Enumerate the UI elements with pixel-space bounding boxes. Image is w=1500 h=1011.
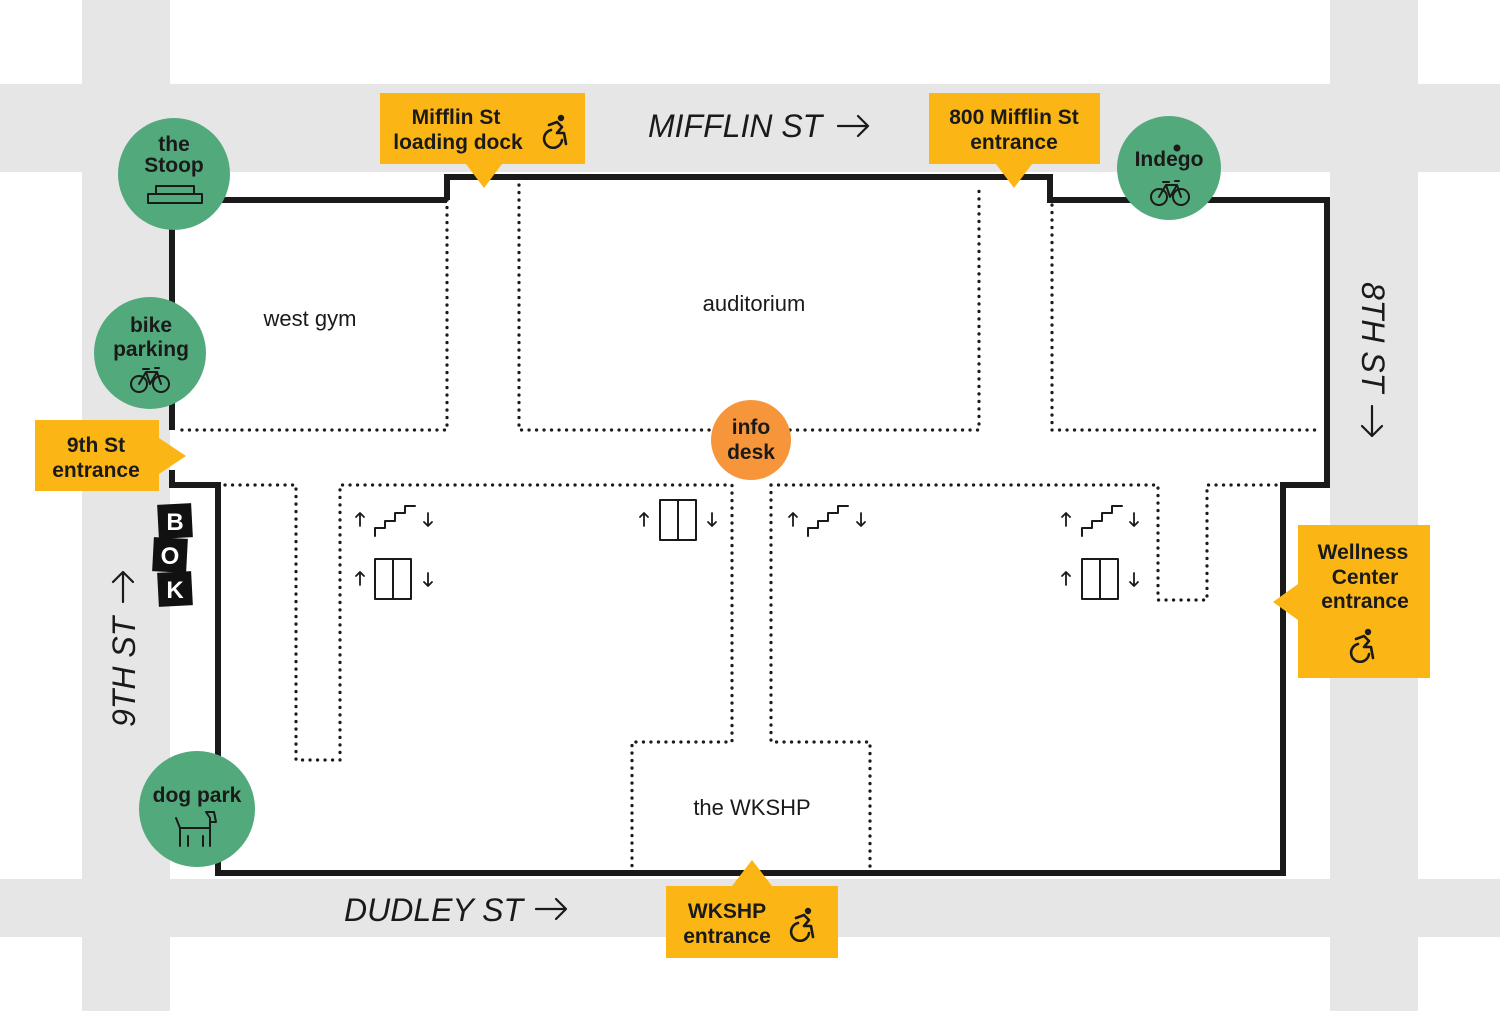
amenity-line: dog park bbox=[153, 784, 242, 807]
eighth-street bbox=[1330, 0, 1418, 1011]
east-arrow-icon bbox=[534, 897, 568, 921]
dog-icon bbox=[175, 811, 217, 847]
amenity-line: the bbox=[158, 133, 190, 156]
callout-line: 9th St bbox=[67, 434, 125, 457]
room-west-gym: west gym bbox=[263, 306, 357, 331]
callout-800-mifflin-entrance[interactable]: 800 Mifflin St entrance bbox=[929, 93, 1100, 188]
amenity-line: Stoop bbox=[144, 154, 203, 177]
room-wkshp: the WKSHP bbox=[693, 795, 810, 820]
info-desk-line: info bbox=[732, 416, 770, 439]
callout-9th-st-entrance[interactable]: 9th St entrance bbox=[35, 420, 186, 491]
amenity-the-stoop[interactable]: the Stoop bbox=[118, 118, 230, 230]
callout-line: loading dock bbox=[393, 131, 523, 154]
callout-line: entrance bbox=[683, 925, 771, 948]
dudley-street-name: DUDLEY ST bbox=[344, 892, 525, 928]
bench-icon bbox=[147, 185, 203, 204]
callout-line: 800 Mifflin St bbox=[949, 106, 1079, 129]
north-arrow-icon bbox=[111, 570, 135, 604]
callout-wkshp-entrance[interactable]: WKSHP entrance bbox=[666, 860, 838, 958]
south-arrow-icon bbox=[1360, 404, 1384, 438]
callout-wellness-center-entrance[interactable]: Wellness Center entrance bbox=[1273, 525, 1430, 678]
callout-mifflin-loading-dock[interactable]: Mifflin St loading dock bbox=[380, 93, 585, 188]
callout-line: Wellness bbox=[1318, 541, 1409, 564]
amenity-line: Indego bbox=[1135, 148, 1204, 171]
eighth-street-name: 8TH ST bbox=[1355, 282, 1391, 395]
callout-line: Center bbox=[1332, 566, 1399, 589]
amenity-bike-parking[interactable]: bike parking bbox=[94, 297, 206, 409]
amenity-line: parking bbox=[113, 338, 189, 361]
amenity-line: bike bbox=[130, 314, 172, 337]
east-arrow-icon bbox=[836, 114, 870, 138]
building-floor bbox=[172, 177, 1327, 873]
street-ninth-label: 9TH ST bbox=[106, 570, 142, 727]
street-eighth-label: 8TH ST bbox=[1355, 282, 1391, 438]
callout-line: entrance bbox=[1321, 590, 1409, 613]
mifflin-street bbox=[0, 84, 1500, 172]
logo-letter: K bbox=[166, 577, 184, 604]
building-outline bbox=[169, 174, 1330, 876]
ninth-street-name: 9TH ST bbox=[106, 614, 142, 727]
interior-partitions bbox=[178, 183, 1322, 870]
logo-letter: O bbox=[161, 543, 180, 570]
callout-line: WKSHP bbox=[688, 900, 766, 923]
logo-letter: B bbox=[166, 509, 183, 536]
street-mifflin-label: MIFFLIN ST bbox=[648, 108, 870, 144]
room-auditorium: auditorium bbox=[703, 291, 806, 316]
info-desk-line: desk bbox=[727, 441, 775, 464]
info-desk[interactable]: info desk bbox=[711, 400, 791, 480]
callout-line: entrance bbox=[970, 131, 1058, 154]
callout-line: Mifflin St bbox=[412, 106, 501, 129]
callout-line: entrance bbox=[52, 459, 140, 482]
mifflin-street-name: MIFFLIN ST bbox=[648, 108, 825, 144]
location-pin-icon bbox=[1173, 144, 1181, 152]
amenity-dog-park[interactable]: dog park bbox=[139, 751, 255, 867]
bok-logo: B O K bbox=[152, 503, 193, 607]
amenity-indego[interactable]: Indego bbox=[1117, 116, 1221, 220]
street-dudley-label: DUDLEY ST bbox=[344, 892, 568, 928]
